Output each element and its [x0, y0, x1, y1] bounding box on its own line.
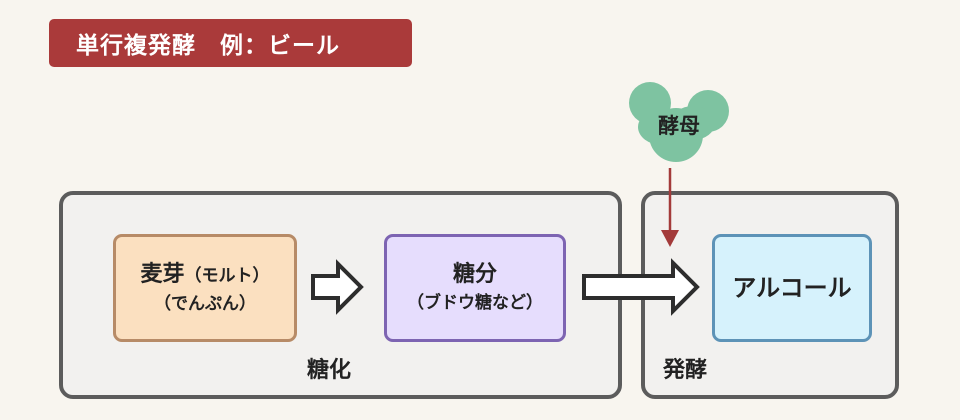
malt-node: 麦芽（モルト） （でんぷん）	[113, 234, 297, 342]
saccharification-label: 糖化	[307, 358, 352, 383]
malt-sub: （モルト）	[184, 265, 270, 286]
alcohol-main: アルコール	[732, 274, 852, 302]
sugar-detail: （ブドウ糖など）	[407, 293, 543, 313]
arrow-sugar-to-alcohol	[582, 258, 700, 316]
fermentation-label: 発酵	[663, 358, 708, 383]
malt-starch: （でんぷん）	[154, 293, 256, 314]
arrow-malt-to-sugar	[311, 259, 364, 315]
malt-main: 麦芽	[140, 261, 185, 287]
sugar-node: 糖分 （ブドウ糖など）	[384, 234, 566, 342]
yeast-shape	[629, 82, 729, 162]
sugar-main: 糖分	[452, 262, 497, 287]
yeast-arrow-head	[661, 230, 679, 247]
title-text: 単行複発酵 例：ビール	[76, 33, 340, 59]
alcohol-node: アルコール	[712, 234, 872, 342]
title-badge: 単行複発酵 例：ビール	[49, 19, 412, 67]
yeast-label: 酵母	[658, 114, 700, 138]
